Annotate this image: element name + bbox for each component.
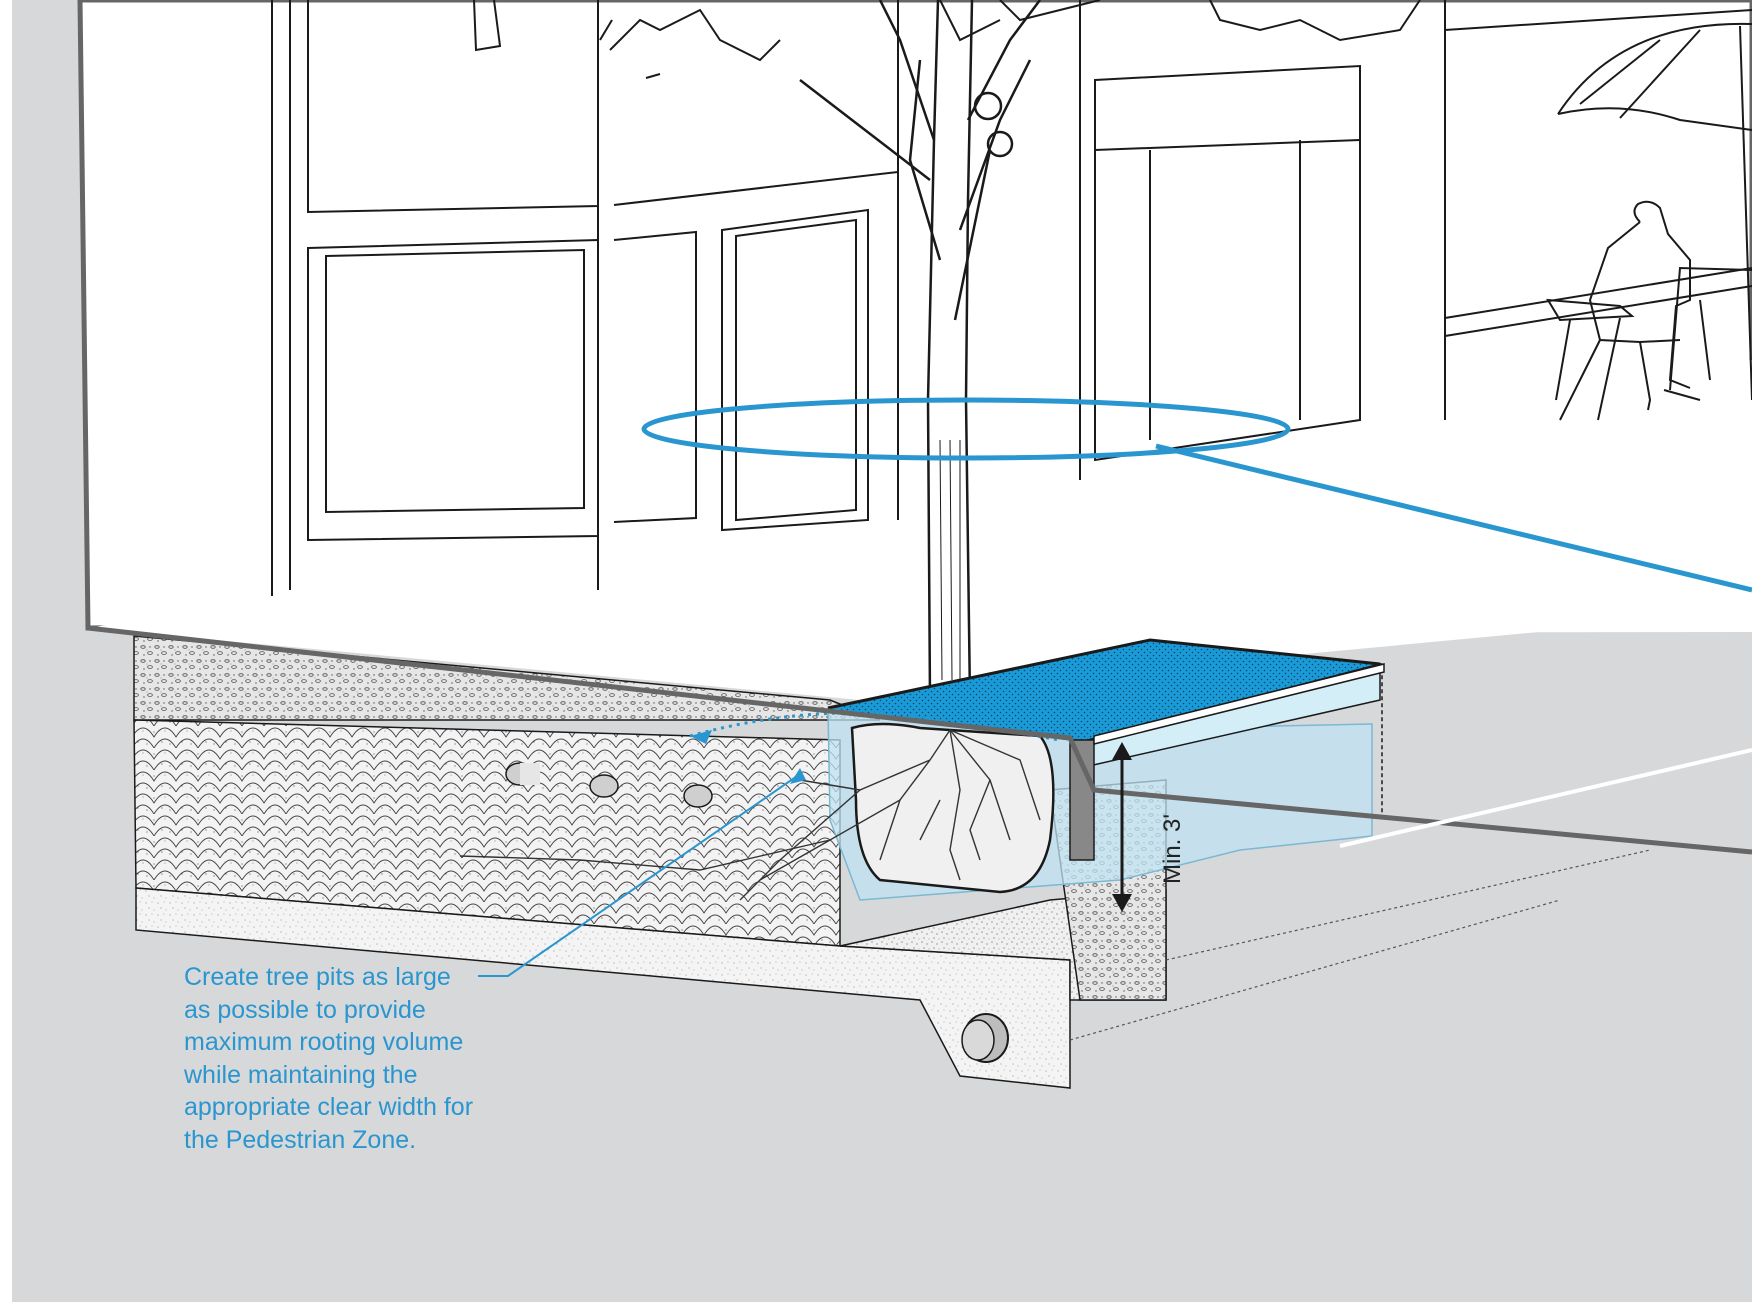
callout-line-6: the Pedestrian Zone. xyxy=(184,1125,417,1154)
tree-grate xyxy=(828,640,1380,742)
spread-arrow-head xyxy=(690,730,712,744)
callout-line-4: while maintaining the xyxy=(184,1060,418,1089)
callout-arrow-head xyxy=(790,768,806,784)
storefront-windows xyxy=(271,0,1752,596)
utility-pipe-icon xyxy=(505,762,1009,1063)
highlight-leader-line xyxy=(1155,443,1752,593)
seated-person-icon xyxy=(1546,200,1711,421)
curb xyxy=(1069,663,1385,861)
double-arrow-icon xyxy=(1112,742,1132,912)
tree-icon xyxy=(799,0,1041,701)
grade-dashed-line-2 xyxy=(1069,899,1561,1041)
sidewalk-surface xyxy=(88,360,1752,740)
min-depth-label: Min. 3' xyxy=(1159,814,1186,884)
bottom-margin xyxy=(0,1302,1752,1314)
grade-dashed-line-1 xyxy=(1165,849,1651,961)
tree-canopy xyxy=(473,0,1421,79)
patio-umbrella-icon xyxy=(1557,22,1752,401)
callout-line-1: Create tree pits as large xyxy=(184,963,451,991)
grate-outline xyxy=(827,638,1381,710)
tree-grate-highlight-ring xyxy=(641,397,1291,461)
callout-line-5: appropriate clear width for xyxy=(184,1093,474,1121)
callout-leader-line xyxy=(478,773,801,977)
callout-line-3: maximum rooting volume xyxy=(184,1028,464,1056)
road-lane-marking xyxy=(1339,748,1752,848)
callout-text: Create tree pits as large as possible to… xyxy=(184,961,514,1156)
root-spread-indicator xyxy=(689,711,1061,742)
soil-section xyxy=(133,635,1167,1089)
callout-line-2: as possible to provide xyxy=(184,995,426,1024)
curb-profile-line xyxy=(87,625,1752,855)
root-system xyxy=(459,722,1055,901)
